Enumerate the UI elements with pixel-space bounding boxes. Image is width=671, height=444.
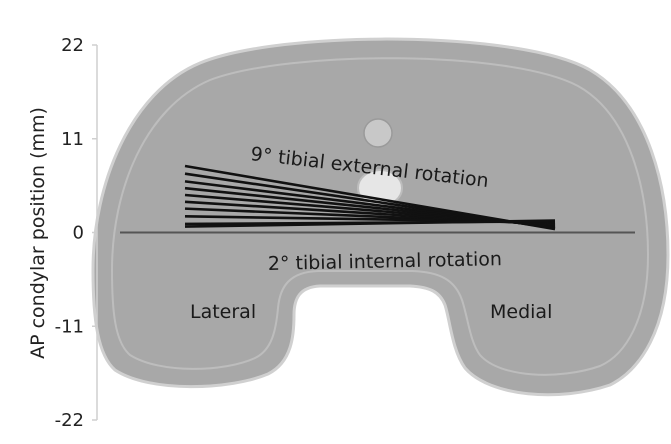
- y-tick-label: -11: [55, 316, 84, 337]
- series-lines: [184, 164, 556, 231]
- tray-inner-rim: [110, 57, 650, 376]
- series-line-10: [184, 219, 556, 228]
- label-medial: Medial: [490, 301, 552, 323]
- y-tick-label: 22: [61, 35, 84, 56]
- y-ticks: 22 11 0 -11 -22: [55, 35, 97, 431]
- y-tick-label: -22: [55, 410, 84, 431]
- y-axis-label: AP condylar position (mm): [27, 107, 49, 359]
- y-tick-label: 11: [61, 129, 84, 150]
- tray-post-hole: [363, 118, 393, 148]
- y-tick-label: 0: [73, 223, 84, 244]
- annotation-internal-rotation: 2° tibial internal rotation: [268, 248, 503, 275]
- label-lateral: Lateral: [190, 301, 256, 323]
